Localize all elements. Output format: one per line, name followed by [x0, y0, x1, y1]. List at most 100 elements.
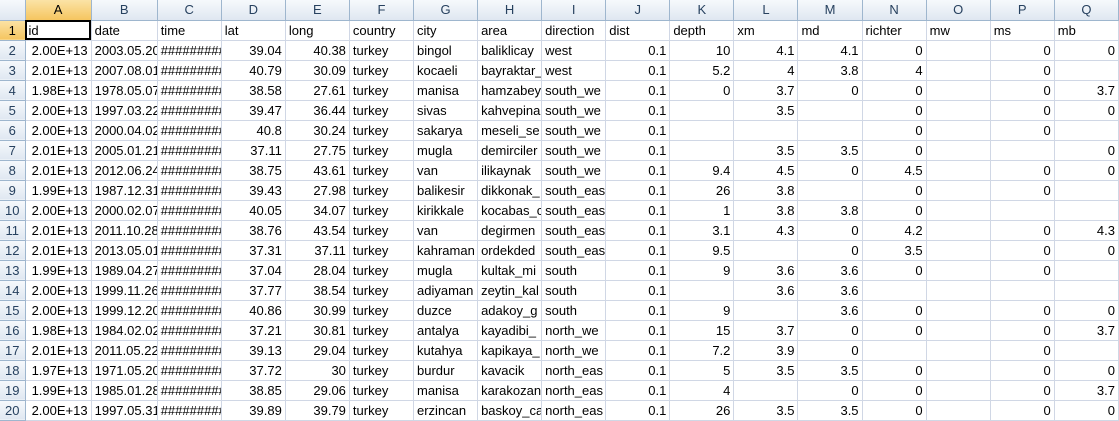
cell-i13[interactable]: south — [541, 260, 607, 281]
cell-h14[interactable]: zeytin_kal — [477, 280, 543, 301]
cell-p16[interactable]: 0 — [990, 320, 1055, 341]
cell-g17[interactable]: kutahya — [413, 340, 479, 361]
cell-h9[interactable]: dikkonak_ — [477, 180, 543, 201]
cell-j5[interactable]: 0.1 — [605, 100, 671, 121]
cell-h10[interactable]: kocabas_c — [477, 200, 543, 221]
cell-d18[interactable]: 37.72 — [221, 360, 286, 381]
cell-l1[interactable]: xm — [733, 20, 799, 41]
cell-e1[interactable]: long — [285, 20, 350, 41]
cell-k13[interactable]: 9 — [669, 260, 735, 281]
cell-d4[interactable]: 38.58 — [221, 80, 286, 101]
row-header-15[interactable]: 15 — [0, 300, 26, 321]
cell-c13[interactable]: ######### — [157, 260, 222, 281]
cell-g18[interactable]: burdur — [413, 360, 479, 381]
cell-k4[interactable]: 0 — [669, 80, 735, 101]
cell-e11[interactable]: 43.54 — [285, 220, 350, 241]
cell-q16[interactable]: 3.7 — [1054, 320, 1119, 341]
cell-a19[interactable]: 1.99E+13 — [25, 380, 92, 401]
cell-e19[interactable]: 29.06 — [285, 380, 350, 401]
cell-n18[interactable]: 0 — [862, 360, 927, 381]
cell-m14[interactable]: 3.6 — [797, 280, 863, 301]
cell-m15[interactable]: 3.6 — [797, 300, 863, 321]
cell-j17[interactable]: 0.1 — [605, 340, 671, 361]
cell-c14[interactable]: ######### — [157, 280, 222, 301]
cell-k12[interactable]: 9.5 — [669, 240, 735, 261]
cell-n14[interactable] — [862, 280, 927, 301]
cell-q1[interactable]: mb — [1054, 20, 1119, 41]
cell-c9[interactable]: ######### — [157, 180, 222, 201]
cell-p9[interactable]: 0 — [990, 180, 1055, 201]
cell-c5[interactable]: ######### — [157, 100, 222, 121]
cell-d20[interactable]: 39.89 — [221, 400, 286, 421]
cell-c2[interactable]: ######### — [157, 40, 222, 61]
cell-i4[interactable]: south_we — [541, 80, 607, 101]
cell-g7[interactable]: mugla — [413, 140, 479, 161]
cell-m13[interactable]: 3.6 — [797, 260, 863, 281]
column-header-d[interactable]: D — [221, 0, 286, 21]
cell-i17[interactable]: north_we — [541, 340, 607, 361]
cell-p5[interactable]: 0 — [990, 100, 1055, 121]
cell-j6[interactable]: 0.1 — [605, 120, 671, 141]
cell-c17[interactable]: ######### — [157, 340, 222, 361]
cell-h11[interactable]: degirmen — [477, 220, 543, 241]
column-header-i[interactable]: I — [541, 0, 607, 21]
cell-b16[interactable]: 1984.02.02 — [91, 320, 158, 341]
cell-a1[interactable]: id — [25, 20, 92, 41]
cell-m20[interactable]: 3.5 — [797, 400, 863, 421]
cell-e7[interactable]: 27.75 — [285, 140, 350, 161]
cell-e5[interactable]: 36.44 — [285, 100, 350, 121]
cell-o10[interactable] — [926, 200, 991, 221]
cell-f11[interactable]: turkey — [349, 220, 415, 241]
cell-j2[interactable]: 0.1 — [605, 40, 671, 61]
column-header-j[interactable]: J — [605, 0, 671, 21]
cell-m6[interactable] — [797, 120, 863, 141]
cell-o3[interactable] — [926, 60, 991, 81]
cell-o15[interactable] — [926, 300, 991, 321]
cell-k3[interactable]: 5.2 — [669, 60, 735, 81]
cell-a12[interactable]: 2.01E+13 — [25, 240, 92, 261]
select-all-corner[interactable] — [0, 0, 26, 21]
cell-f10[interactable]: turkey — [349, 200, 415, 221]
cell-g4[interactable]: manisa — [413, 80, 479, 101]
cell-g8[interactable]: van — [413, 160, 479, 181]
cell-b4[interactable]: 1978.05.07 — [91, 80, 158, 101]
cell-j1[interactable]: dist — [605, 20, 671, 41]
cell-l7[interactable]: 3.5 — [733, 140, 799, 161]
cell-f4[interactable]: turkey — [349, 80, 415, 101]
cell-i12[interactable]: south_eas — [541, 240, 607, 261]
cell-m3[interactable]: 3.8 — [797, 60, 863, 81]
row-header-8[interactable]: 8 — [0, 160, 26, 181]
cell-q19[interactable]: 3.7 — [1054, 380, 1119, 401]
cell-q10[interactable] — [1054, 200, 1119, 221]
cell-g15[interactable]: duzce — [413, 300, 479, 321]
cell-p17[interactable]: 0 — [990, 340, 1055, 361]
cell-f13[interactable]: turkey — [349, 260, 415, 281]
cell-n5[interactable]: 0 — [862, 100, 927, 121]
cell-b3[interactable]: 2007.08.01 — [91, 60, 158, 81]
cell-a8[interactable]: 2.01E+13 — [25, 160, 92, 181]
cell-b12[interactable]: 2013.05.01 — [91, 240, 158, 261]
cell-a15[interactable]: 2.00E+13 — [25, 300, 92, 321]
cell-h15[interactable]: adakoy_g — [477, 300, 543, 321]
cell-n2[interactable]: 0 — [862, 40, 927, 61]
cell-i3[interactable]: west — [541, 60, 607, 81]
cell-q11[interactable]: 4.3 — [1054, 220, 1119, 241]
column-header-e[interactable]: E — [285, 0, 350, 21]
cell-n17[interactable] — [862, 340, 927, 361]
column-header-c[interactable]: C — [157, 0, 222, 21]
cell-f9[interactable]: turkey — [349, 180, 415, 201]
cell-e13[interactable]: 28.04 — [285, 260, 350, 281]
cell-f5[interactable]: turkey — [349, 100, 415, 121]
column-header-h[interactable]: H — [477, 0, 543, 21]
cell-b5[interactable]: 1997.03.22 — [91, 100, 158, 121]
cell-n1[interactable]: richter — [862, 20, 927, 41]
cell-o17[interactable] — [926, 340, 991, 361]
cell-b18[interactable]: 1971.05.20 — [91, 360, 158, 381]
cell-e6[interactable]: 30.24 — [285, 120, 350, 141]
cell-d2[interactable]: 39.04 — [221, 40, 286, 61]
cell-e15[interactable]: 30.99 — [285, 300, 350, 321]
cell-l12[interactable] — [733, 240, 799, 261]
row-header-6[interactable]: 6 — [0, 120, 26, 141]
column-header-b[interactable]: B — [91, 0, 158, 21]
cell-k15[interactable]: 9 — [669, 300, 735, 321]
